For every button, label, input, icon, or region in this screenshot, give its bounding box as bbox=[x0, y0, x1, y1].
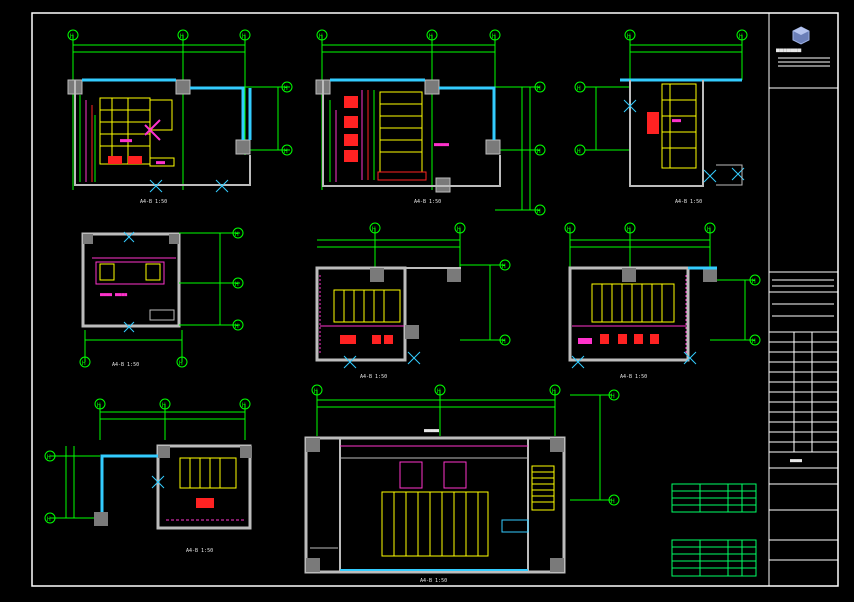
svg-text:H: H bbox=[437, 388, 441, 395]
cube-logo-icon bbox=[792, 26, 810, 45]
plan-5-caption: A4-B 1:50 bbox=[360, 374, 387, 380]
svg-text:■■■■ ■■■■: ■■■■ ■■■■ bbox=[100, 292, 127, 298]
svg-text:H: H bbox=[577, 148, 581, 155]
axis-marker-text: H bbox=[70, 33, 74, 40]
svg-text:H: H bbox=[47, 454, 51, 461]
svg-text:■■■: ■■■ bbox=[156, 160, 165, 166]
plan-8: ■■■■■ H H H H H A4-B 1:50 bbox=[304, 384, 620, 584]
plan-7: H H H H H A4-B 1:50 bbox=[44, 398, 252, 554]
svg-text:H: H bbox=[611, 498, 615, 505]
svg-text:H: H bbox=[242, 402, 246, 409]
svg-text:H: H bbox=[537, 85, 541, 92]
svg-text:H: H bbox=[627, 33, 631, 40]
svg-text:H: H bbox=[567, 226, 571, 233]
plan-7-caption: A4-B 1:50 bbox=[186, 548, 213, 554]
svg-text:■■■■: ■■■■ bbox=[120, 138, 132, 144]
plan-5: H H H H A4-B 1:50 bbox=[315, 222, 511, 380]
plan-6: H H H H H A4-B 1:50 bbox=[564, 222, 761, 380]
plan-8-caption: A4-B 1:50 bbox=[420, 578, 447, 584]
svg-text:H: H bbox=[752, 278, 756, 285]
plan-2-caption: A4-B 1:50 bbox=[414, 199, 441, 205]
svg-text:H: H bbox=[284, 85, 288, 92]
svg-text:H: H bbox=[752, 338, 756, 345]
svg-text:H: H bbox=[284, 148, 288, 155]
plan-4: ■■■■ ■■■■ H H H H H A4-B 1:50 bbox=[79, 227, 244, 368]
svg-text:■■■■■: ■■■■■ bbox=[424, 428, 439, 434]
legend-table-1 bbox=[671, 483, 757, 513]
svg-text:H: H bbox=[429, 33, 433, 40]
svg-text:H: H bbox=[314, 388, 318, 395]
svg-text:■■■: ■■■ bbox=[672, 118, 681, 124]
svg-text:H: H bbox=[372, 226, 376, 233]
plan-4-caption: A4-B 1:50 bbox=[112, 362, 139, 368]
svg-text:H: H bbox=[180, 33, 184, 40]
company-name: ■■■■■■■ bbox=[776, 47, 802, 54]
sheet-border bbox=[31, 12, 839, 587]
svg-text:H: H bbox=[502, 338, 506, 345]
svg-text:H: H bbox=[235, 281, 239, 288]
plan-6-caption: A4-B 1:50 bbox=[620, 374, 647, 380]
svg-text:H: H bbox=[537, 208, 541, 215]
svg-text:H: H bbox=[611, 393, 615, 400]
svg-text:H: H bbox=[235, 231, 239, 238]
svg-text:H: H bbox=[537, 148, 541, 155]
svg-text:H: H bbox=[707, 226, 711, 233]
plan-1: ■■■ ■■■■ H H H H H A4-B 1:50 bbox=[67, 29, 293, 205]
svg-text:■■■■■: ■■■■■ bbox=[434, 142, 449, 148]
svg-text:H: H bbox=[162, 402, 166, 409]
plan-3-caption: A4-B 1:50 bbox=[675, 199, 702, 205]
title-block-code: ■■■■ bbox=[790, 458, 802, 464]
svg-text:H: H bbox=[627, 226, 631, 233]
plan-2: ■■■■■ H H H H H H A4-B 1:50 bbox=[315, 29, 546, 216]
svg-text:H: H bbox=[82, 360, 86, 367]
legend-table-2 bbox=[671, 539, 757, 577]
svg-text:H: H bbox=[577, 85, 581, 92]
svg-text:H: H bbox=[492, 33, 496, 40]
svg-text:H: H bbox=[739, 33, 743, 40]
svg-text:H: H bbox=[502, 263, 506, 270]
svg-text:H: H bbox=[457, 226, 461, 233]
plan-3: ■■■ H H H H A4-B 1:50 bbox=[574, 29, 748, 205]
svg-text:H: H bbox=[319, 33, 323, 40]
svg-text:H: H bbox=[179, 360, 183, 367]
svg-text:H: H bbox=[235, 323, 239, 330]
plan-1-caption: A4-B 1:50 bbox=[140, 199, 167, 205]
svg-text:H: H bbox=[47, 516, 51, 523]
title-block: ■■■■■■■ ■■■■ bbox=[769, 26, 838, 561]
svg-text:H: H bbox=[242, 33, 246, 40]
svg-text:H: H bbox=[97, 402, 101, 409]
svg-text:H: H bbox=[552, 388, 556, 395]
